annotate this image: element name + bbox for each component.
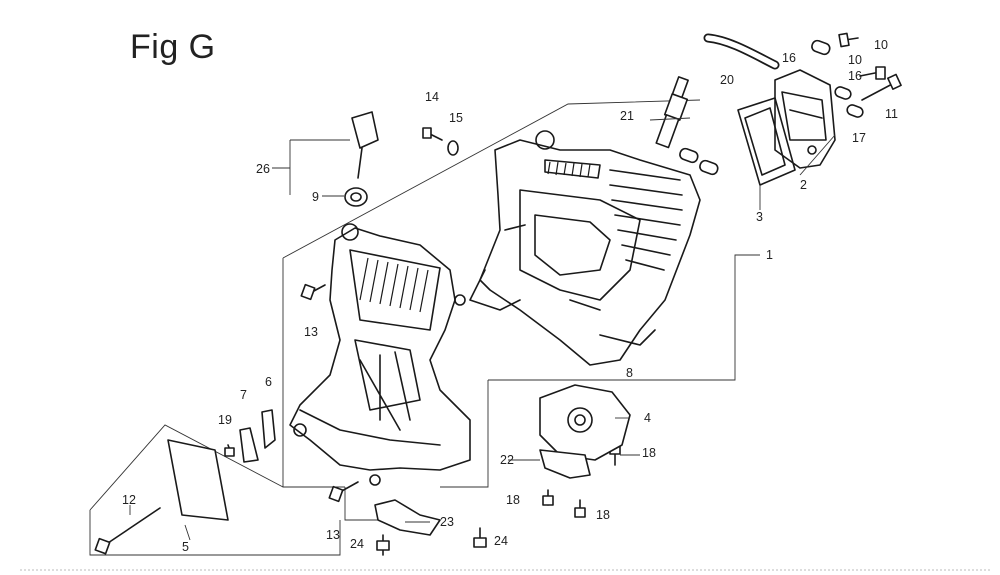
callout-21: 21 <box>620 109 634 123</box>
crankcase-block <box>469 130 701 366</box>
head-gasket <box>737 97 796 186</box>
callout-13-bottom: 13 <box>326 528 340 542</box>
callout-26: 26 <box>256 162 270 176</box>
breather-hose <box>703 33 780 70</box>
callout-18-lower: 18 <box>596 508 610 522</box>
callout-19: 19 <box>218 413 232 427</box>
callout-3: 3 <box>756 210 763 224</box>
callout-4: 4 <box>644 411 651 425</box>
figure-title: Fig G <box>130 28 216 66</box>
spark-plug <box>655 76 689 149</box>
callout-20: 20 <box>720 73 734 87</box>
callout-7: 7 <box>240 388 247 402</box>
callout-11: 11 <box>885 107 898 121</box>
callout-2: 2 <box>800 178 807 192</box>
callout-1: 1 <box>766 248 773 262</box>
side-plate <box>167 439 229 521</box>
callout-9: 9 <box>312 190 319 204</box>
callout-labels: 1 2 3 4 5 6 7 8 9 10 10 11 12 13 13 14 1… <box>122 38 898 554</box>
callout-24-left: 24 <box>350 537 364 551</box>
dowel-pins <box>679 39 864 176</box>
leader-lines <box>129 117 836 541</box>
clamp-bracket <box>539 449 591 479</box>
small-brackets <box>239 409 276 463</box>
lower-guide <box>374 499 441 536</box>
callout-16-right: 16 <box>848 69 862 83</box>
callout-14: 14 <box>425 90 439 104</box>
bolts <box>94 32 902 556</box>
callout-13-top: 13 <box>304 325 318 339</box>
callout-17: 17 <box>852 131 866 145</box>
callout-8: 8 <box>626 366 633 380</box>
callout-10-mid: 10 <box>848 53 862 67</box>
callout-10-top: 10 <box>874 38 888 52</box>
oil-filler-cap <box>344 111 379 207</box>
callout-12: 12 <box>122 493 136 507</box>
crankcase-cover <box>289 223 471 486</box>
callout-22: 22 <box>500 453 514 467</box>
callout-18-middle: 18 <box>506 493 520 507</box>
callout-23: 23 <box>440 515 454 529</box>
crank-cover-plate <box>539 384 631 461</box>
callout-16-left: 16 <box>782 51 796 65</box>
callout-5: 5 <box>182 540 189 554</box>
callout-18-right: 18 <box>642 446 656 460</box>
head-cover <box>774 69 836 169</box>
callout-24-right: 24 <box>494 534 508 548</box>
callout-15: 15 <box>449 111 463 125</box>
callout-6: 6 <box>265 375 272 389</box>
